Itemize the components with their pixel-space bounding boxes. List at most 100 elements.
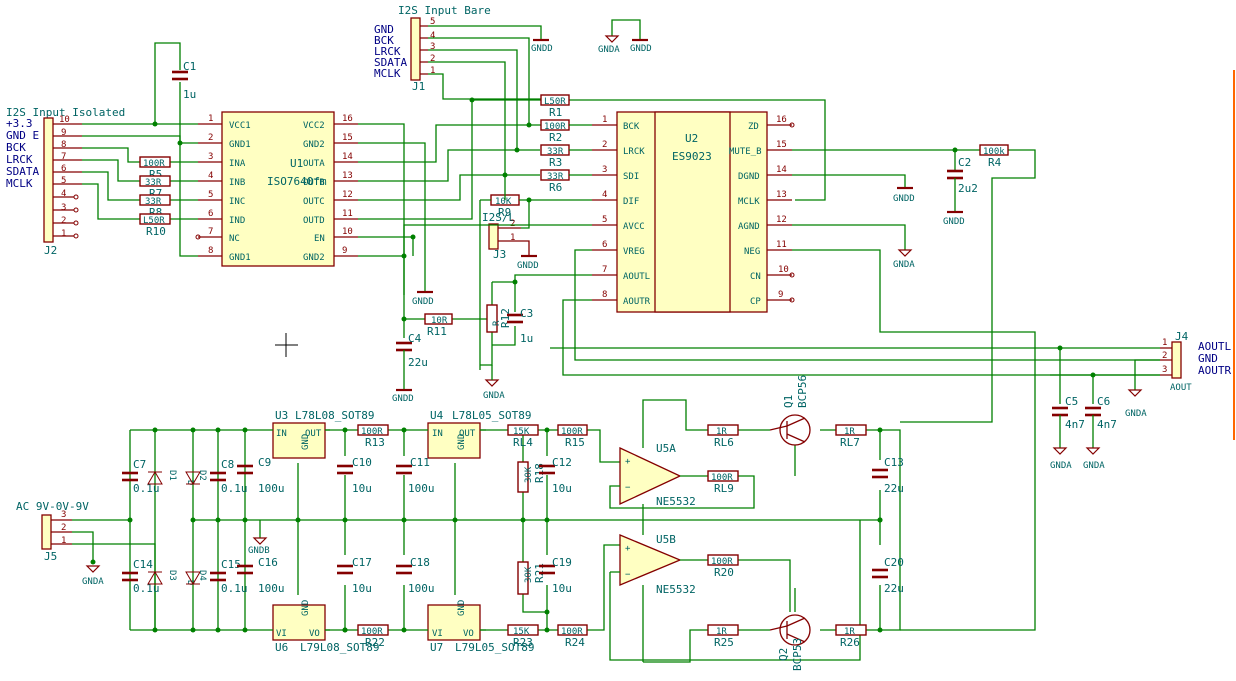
svg-text:INA: INA <box>229 159 246 169</box>
svg-text:6: 6 <box>602 240 607 250</box>
svg-text:AOUTL: AOUTL <box>1198 340 1231 353</box>
capacitor-c13: C13 22u <box>872 456 904 495</box>
svg-text:IN: IN <box>276 429 287 439</box>
transistor-q2: Q2 BCP53 <box>769 614 811 671</box>
j1-title: I2S Input Bare <box>398 4 491 17</box>
svg-text:GND: GND <box>457 434 467 450</box>
svg-text:3: 3 <box>208 152 213 162</box>
connector-j4: J4 1 2 3 AOUTL GND AOUTR AOUT <box>1160 330 1231 393</box>
svg-text:12: 12 <box>342 190 353 200</box>
svg-text:VCC1: VCC1 <box>229 121 251 131</box>
capacitor-c12: C12 10u <box>539 456 572 495</box>
svg-text:15K: 15K <box>513 427 530 437</box>
svg-text:GND E: GND E <box>6 129 39 142</box>
svg-text:LRCK: LRCK <box>6 153 33 166</box>
svg-text:J4: J4 <box>1175 330 1189 343</box>
capacitor-c11: C11 100u <box>396 456 435 495</box>
svg-text:BCK: BCK <box>6 141 26 154</box>
capacitor-c17: C17 10u <box>337 556 372 595</box>
svg-text:GNDD: GNDD <box>531 44 553 54</box>
svg-text:R13: R13 <box>365 436 385 449</box>
svg-text:D: D <box>185 480 195 485</box>
svg-text:R: R <box>492 320 502 326</box>
svg-text:NE5532: NE5532 <box>656 583 696 596</box>
svg-text:22u: 22u <box>408 356 428 369</box>
svg-text:8: 8 <box>208 246 213 256</box>
svg-text:1u: 1u <box>520 332 533 345</box>
svg-text:100u: 100u <box>258 482 285 495</box>
resistor-r25: 1R R25 <box>707 624 739 649</box>
gnda-r12: GNDA <box>483 365 505 401</box>
svg-text:C6: C6 <box>1097 395 1110 408</box>
svg-text:30K: 30K <box>524 466 534 483</box>
svg-text:15K: 15K <box>513 627 530 637</box>
resistor-r1: L50R R1 <box>540 94 570 119</box>
resistor-r2: 100R R2 <box>540 119 570 144</box>
svg-text:LRCK: LRCK <box>623 147 645 157</box>
svg-text:AOUTL: AOUTL <box>623 272 650 282</box>
svg-text:22u: 22u <box>884 582 904 595</box>
svg-text:1: 1 <box>510 233 515 243</box>
svg-text:1: 1 <box>208 114 213 124</box>
connector-j2: I2S Input Isolated +3.3 GND E BCK LRCK S… <box>6 106 125 257</box>
svg-text:GND2: GND2 <box>303 140 325 150</box>
transistor-q1: Q1 BCP56 <box>769 375 811 446</box>
capacitor-c14: C14 0.1u <box>122 558 160 595</box>
svg-text:9: 9 <box>778 290 783 300</box>
svg-text:GNDA: GNDA <box>1125 409 1147 419</box>
capacitor-c4: C4 22u GNDD <box>392 332 428 404</box>
resistor-r11: 10R R11 <box>424 313 453 338</box>
svg-text:SDATA: SDATA <box>6 165 39 178</box>
resistor-r22: 100R R22 <box>357 624 389 649</box>
svg-text:2: 2 <box>61 216 66 226</box>
j1-ref: J1 <box>412 80 425 93</box>
svg-text:INB: INB <box>229 178 245 188</box>
svg-text:D: D <box>185 580 195 585</box>
gndd-j1: GNDD <box>531 38 553 54</box>
svg-text:C12: C12 <box>552 456 572 469</box>
j1-body <box>410 17 421 81</box>
svg-text:1R: 1R <box>716 627 727 637</box>
svg-text:100R: 100R <box>361 427 383 437</box>
svg-text:1: 1 <box>1162 338 1167 348</box>
svg-text:100k: 100k <box>983 147 1005 157</box>
svg-text:C4: C4 <box>408 332 422 345</box>
svg-text:1R: 1R <box>844 427 855 437</box>
gnda-j4: GNDA <box>1125 389 1147 419</box>
capacitor-c1: C1 1u <box>154 42 196 143</box>
svg-text:100R: 100R <box>361 627 383 637</box>
regulator-u3: U3 L78L08_SOT89 IN OUT GND <box>272 409 374 459</box>
svg-text:U5A: U5A <box>656 442 676 455</box>
svg-text:6: 6 <box>61 164 66 174</box>
svg-text:AOUTR: AOUTR <box>1198 364 1231 377</box>
regulator-u6: VI VO GND U6 L79L08_SOT89 <box>272 600 379 654</box>
j1-label-mclk: MCLK <box>374 67 401 80</box>
svg-text:6: 6 <box>208 209 213 219</box>
svg-text:100R: 100R <box>561 627 583 637</box>
svg-text:VREG: VREG <box>623 247 645 257</box>
svg-text:MCLK: MCLK <box>6 177 33 190</box>
svg-text:14: 14 <box>776 165 787 175</box>
svg-text:C2: C2 <box>958 156 971 169</box>
svg-text:BCP56: BCP56 <box>796 375 809 408</box>
svg-text:22u: 22u <box>884 482 904 495</box>
connector-j1: I2S Input Bare GND BCK LRCK SDATA MCLK 5… <box>374 4 491 93</box>
svg-text:GNDD: GNDD <box>412 297 434 307</box>
svg-text:RL4: RL4 <box>513 436 533 449</box>
svg-text:100u: 100u <box>408 482 435 495</box>
svg-text:GNDA: GNDA <box>82 577 104 587</box>
svg-text:8: 8 <box>61 140 66 150</box>
resistor-r12: R R12 <box>486 304 512 333</box>
svg-text:C19: C19 <box>552 556 572 569</box>
svg-text:IND: IND <box>229 216 245 226</box>
svg-text:VO: VO <box>463 629 474 639</box>
svg-text:13: 13 <box>776 190 787 200</box>
resistor-r14: 15K RL4 <box>507 424 539 449</box>
resistor-r19: 100R RL9 <box>707 470 739 495</box>
svg-text:CP: CP <box>750 297 761 307</box>
svg-text:EN: EN <box>314 234 325 244</box>
svg-text:MCLK: MCLK <box>738 197 760 207</box>
svg-text:33R: 33R <box>145 197 162 207</box>
svg-text:4n7: 4n7 <box>1065 418 1085 431</box>
